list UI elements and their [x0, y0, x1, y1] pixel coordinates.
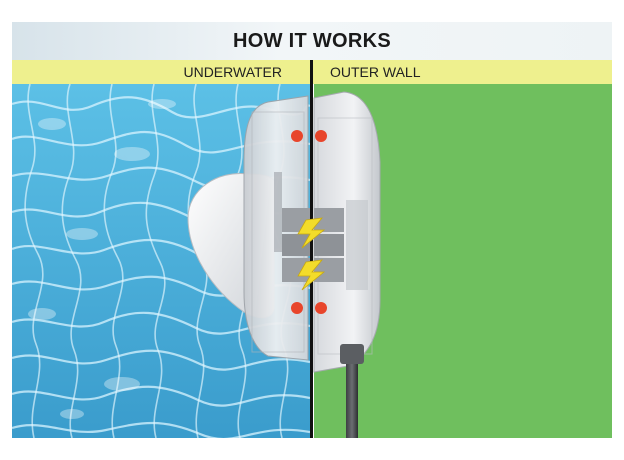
outer-wall-label: OUTER WALL: [330, 64, 421, 80]
how-it-works-diagram: HOW IT WORKS UNDERWATER OUTER WALL: [12, 22, 612, 438]
underwater-label: UNDERWATER: [183, 64, 282, 80]
title-band: [12, 22, 612, 60]
lightning-bolt-icon: [297, 217, 326, 291]
magnet-dot-icon: [291, 130, 327, 314]
pool-wall-divider: [310, 60, 313, 438]
power-cord: [346, 360, 358, 438]
magnetic-light-device: [187, 91, 381, 438]
page-title: HOW IT WORKS: [232, 30, 392, 52]
